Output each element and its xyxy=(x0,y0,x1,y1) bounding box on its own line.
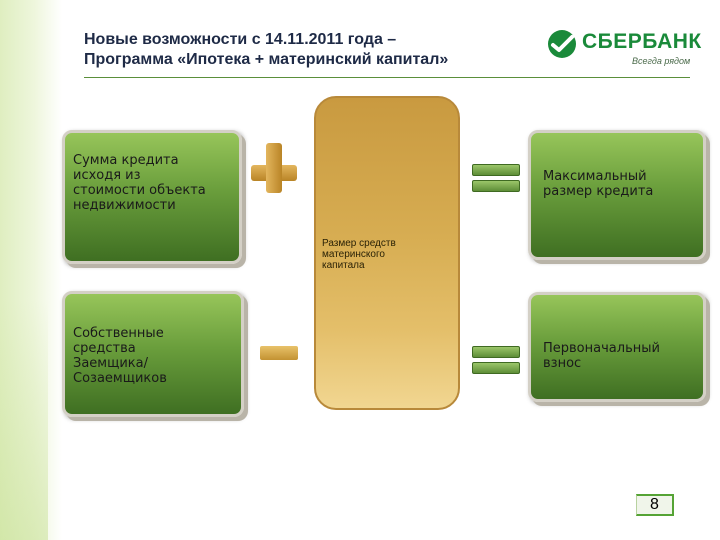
sberbank-logo: СБЕРБАНК Всегда рядом xyxy=(546,26,701,72)
maternity-capital-text: Размер средств материнского капитала xyxy=(322,238,396,271)
sberbank-logo-icon xyxy=(548,30,576,58)
equals-icon-top xyxy=(472,164,520,176)
logo-name: СБЕРБАНК xyxy=(582,30,702,53)
minus-icon xyxy=(260,346,298,360)
loan-amount-text: Сумма кредита исходя из стоимости объект… xyxy=(73,153,206,213)
slide-title: Новые возможности с 14.11.2011 года – Пр… xyxy=(84,30,448,70)
background-leaf xyxy=(0,300,48,540)
equals-icon-top xyxy=(472,346,520,358)
title-line-1: Новые возможности с 14.11.2011 года – xyxy=(84,31,397,48)
equals-icon-bottom xyxy=(472,362,520,374)
down-payment-text: Первоначальный взнос xyxy=(543,341,660,371)
own-funds-box: Собственные средства Заемщика/ Созаемщик… xyxy=(62,291,244,417)
logo-slogan: Всегда рядом xyxy=(632,56,691,66)
title-divider xyxy=(84,77,690,78)
max-loan-box: Максимальный размер кредита xyxy=(528,130,706,260)
own-funds-text: Собственные средства Заемщика/ Созаемщик… xyxy=(73,326,167,386)
maternity-capital-box: Размер средств материнского капитала xyxy=(314,96,460,410)
page-number: 8 xyxy=(636,494,674,516)
down-payment-box: Первоначальный взнос xyxy=(528,292,706,402)
title-line-2: Программа «Ипотека + материнский капитал… xyxy=(84,51,449,68)
max-loan-text: Максимальный размер кредита xyxy=(543,169,654,199)
equals-icon-bottom xyxy=(472,180,520,192)
loan-amount-box: Сумма кредита исходя из стоимости объект… xyxy=(62,130,242,264)
plus-icon-vertical xyxy=(266,143,282,193)
